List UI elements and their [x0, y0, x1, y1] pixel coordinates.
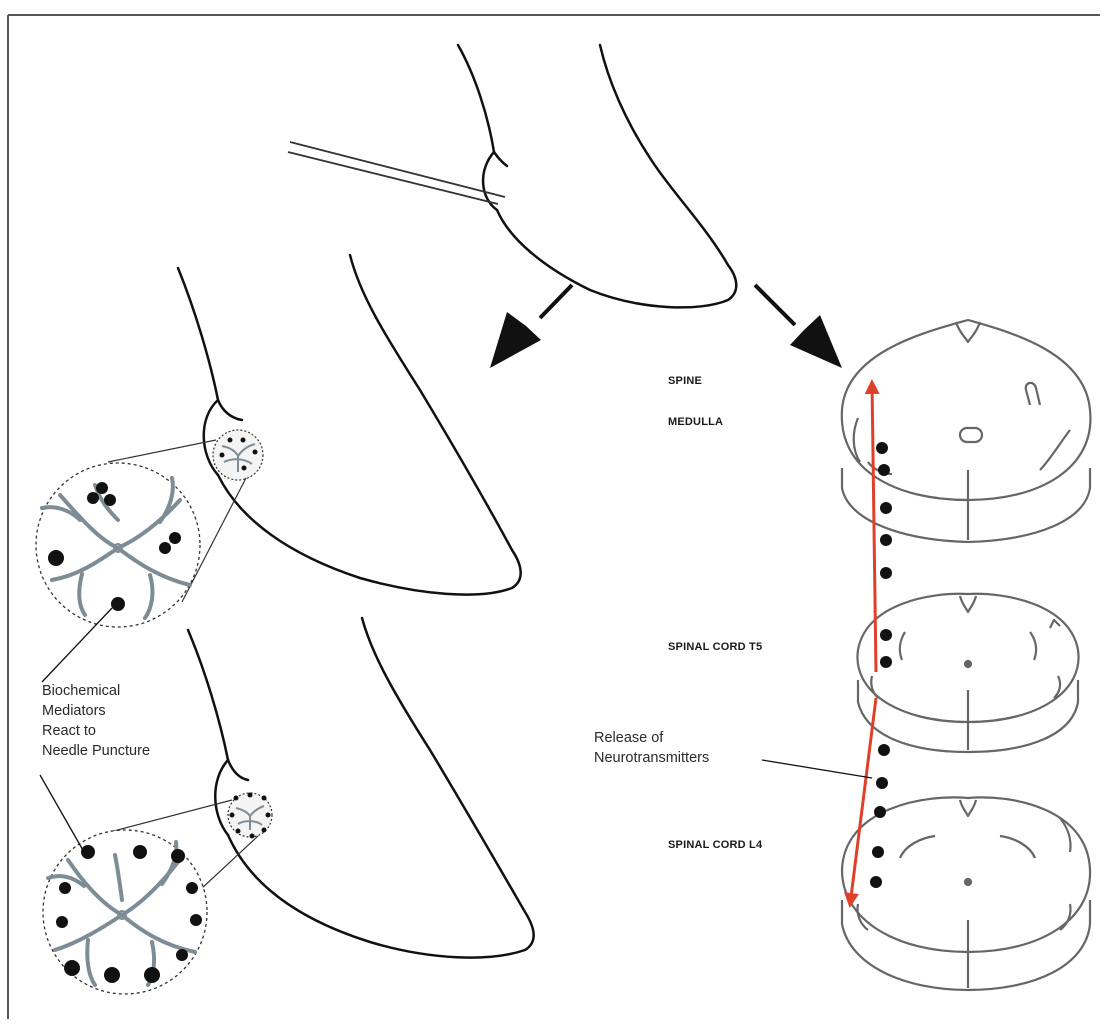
arrow-right	[755, 285, 842, 368]
t5-cross-section	[857, 594, 1078, 752]
label-spine: SPINE	[668, 375, 702, 387]
biochemical-line-4: Needle Puncture	[42, 743, 150, 759]
biochemical-line-1: Biochemical	[42, 683, 120, 699]
bottom-magnified-circle	[43, 830, 207, 994]
middle-magnified-circle	[36, 463, 200, 627]
arrow-left	[490, 285, 572, 368]
biochemical-line-3: React to	[42, 723, 96, 739]
biochemical-line-2: Mediators	[42, 703, 106, 719]
needle	[288, 142, 505, 204]
medulla-cross-section	[842, 320, 1091, 542]
label-medulla: MEDULLA	[668, 416, 723, 428]
middle-foot	[178, 255, 521, 595]
l4-cross-section	[842, 797, 1090, 990]
label-spinal-cord-t5: SPINAL CORD T5	[668, 641, 762, 653]
top-foot	[458, 45, 736, 307]
release-leader-line	[762, 760, 872, 778]
release-line-2: Neurotransmitters	[594, 750, 709, 766]
label-spinal-cord-l4: SPINAL CORD L4	[668, 839, 763, 851]
release-line-1: Release of	[594, 730, 664, 746]
bottom-foot	[188, 618, 534, 958]
